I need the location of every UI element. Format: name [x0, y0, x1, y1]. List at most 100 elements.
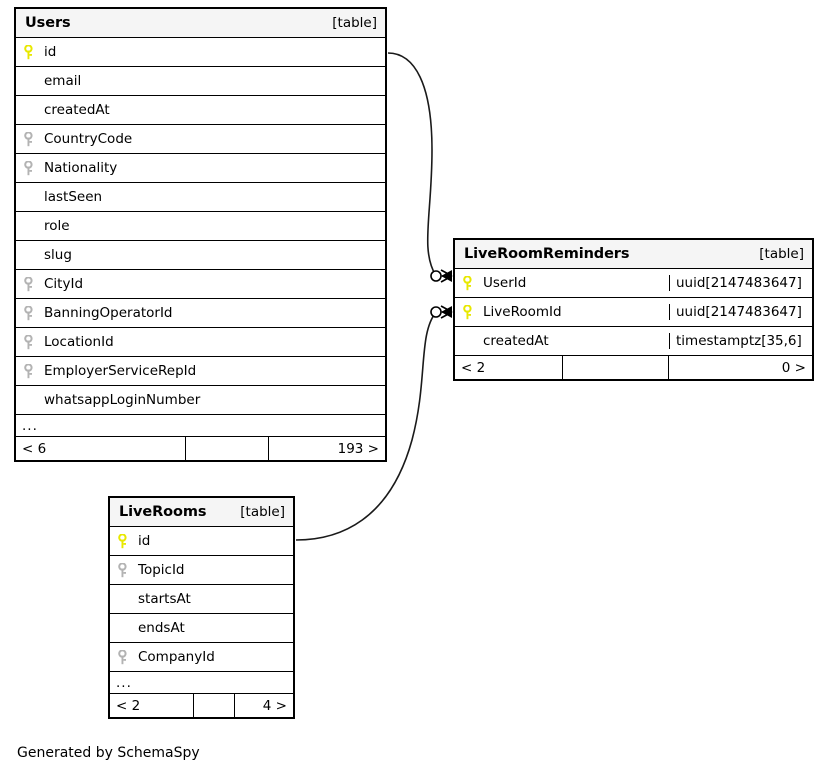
- column-name: role: [44, 218, 70, 234]
- column-name: createdAt: [483, 333, 549, 349]
- table-row[interactable]: LiveRoomId uuid[2147483647]: [455, 298, 812, 327]
- primary-key-icon: [463, 275, 472, 290]
- table-row[interactable]: BanningOperatorId: [16, 299, 385, 328]
- column-name: TopicId: [138, 562, 185, 578]
- table-kind-label: [table]: [759, 246, 804, 262]
- table-row[interactable]: createdAt: [16, 96, 385, 125]
- primary-key-icon: [118, 533, 127, 548]
- table-row[interactable]: TopicId: [110, 556, 293, 585]
- table-row[interactable]: slug: [16, 241, 385, 270]
- incoming-relationship-count: < 2: [461, 359, 486, 376]
- column-cell: EmployerServiceRepId: [16, 363, 385, 379]
- table-row[interactable]: LocationId: [16, 328, 385, 357]
- table-row[interactable]: role: [16, 212, 385, 241]
- column-name: whatsappLoginNumber: [44, 392, 201, 408]
- more-columns-indicator[interactable]: ...: [16, 415, 385, 437]
- table-row[interactable]: id: [110, 527, 293, 556]
- column-cell: LocationId: [16, 334, 385, 350]
- footer-middle-cell: [185, 437, 269, 460]
- column-cell: CountryCode: [16, 131, 385, 147]
- primary-key-icon: [24, 44, 33, 59]
- column-cell: id: [16, 44, 385, 60]
- primary-key-icon: [463, 304, 472, 319]
- foreign-key-icon: [24, 131, 33, 146]
- foreign-key-icon: [24, 363, 33, 378]
- column-name: startsAt: [138, 591, 191, 607]
- table-title: Users: [25, 15, 71, 31]
- table-row[interactable]: UserId uuid[2147483647]: [455, 269, 812, 298]
- column-name: id: [44, 44, 57, 60]
- incoming-relationship-count: < 2: [116, 697, 141, 714]
- table-row[interactable]: EmployerServiceRepId: [16, 357, 385, 386]
- table-row[interactable]: Nationality: [16, 154, 385, 183]
- column-cell: TopicId: [110, 562, 293, 578]
- table-kind-label: [table]: [240, 504, 285, 520]
- column-type: uuid[2147483647]: [669, 304, 812, 320]
- column-name: endsAt: [138, 620, 185, 636]
- table-row[interactable]: CountryCode: [16, 125, 385, 154]
- foreign-key-icon: [24, 334, 33, 349]
- column-cell: lastSeen: [16, 189, 385, 205]
- foreign-key-icon: [118, 562, 127, 577]
- column-cell: createdAt: [455, 333, 669, 349]
- column-cell: whatsappLoginNumber: [16, 392, 385, 408]
- column-cell: createdAt: [16, 102, 385, 118]
- column-name: CityId: [44, 276, 84, 292]
- column-name: LiveRoomId: [483, 304, 562, 320]
- column-cell: email: [16, 73, 385, 89]
- column-name: slug: [44, 247, 72, 263]
- table-title: LiveRoomReminders: [464, 246, 630, 262]
- table-footer-row: < 2 4 >: [110, 694, 293, 717]
- column-type: timestamptz[35,6]: [669, 333, 812, 349]
- column-name: email: [44, 73, 82, 89]
- column-name: Nationality: [44, 160, 118, 176]
- edge-users-id-to-liveroomreminders-userid: [387, 52, 453, 283]
- column-cell: endsAt: [110, 620, 293, 636]
- column-cell: id: [110, 533, 293, 549]
- table-node-liveroomreminders[interactable]: LiveRoomReminders [table] UserId uuid[21…: [453, 238, 814, 381]
- column-name: CountryCode: [44, 131, 133, 147]
- foreign-key-icon: [118, 649, 127, 664]
- table-header-liverooms[interactable]: LiveRooms [table]: [110, 498, 293, 527]
- footer-middle-cell: [562, 356, 669, 379]
- table-row[interactable]: lastSeen: [16, 183, 385, 212]
- outgoing-relationship-count: 193 >: [337, 440, 379, 457]
- table-row[interactable]: whatsappLoginNumber: [16, 386, 385, 415]
- column-cell: CompanyId: [110, 649, 293, 665]
- table-node-users[interactable]: Users [table] id email createdAt: [14, 7, 387, 462]
- more-columns-indicator[interactable]: ...: [110, 672, 293, 694]
- foreign-key-icon: [24, 276, 33, 291]
- column-name: LocationId: [44, 334, 114, 350]
- incoming-relationship-count: < 6: [22, 440, 47, 457]
- column-type: uuid[2147483647]: [669, 275, 812, 291]
- outgoing-relationship-count: 0 >: [781, 359, 806, 376]
- column-name: CompanyId: [138, 649, 215, 665]
- foreign-key-icon: [24, 305, 33, 320]
- generated-by-credit: Generated by SchemaSpy: [17, 745, 200, 761]
- table-node-liverooms[interactable]: LiveRooms [table] id TopicId: [108, 496, 295, 719]
- column-name: UserId: [483, 275, 527, 291]
- column-name: EmployerServiceRepId: [44, 363, 197, 379]
- column-cell: slug: [16, 247, 385, 263]
- table-footer-row: < 6 193 >: [16, 437, 385, 460]
- table-header-liveroomreminders[interactable]: LiveRoomReminders [table]: [455, 240, 812, 269]
- column-cell: LiveRoomId: [455, 304, 669, 320]
- outgoing-relationship-count: 4 >: [262, 697, 287, 714]
- table-row[interactable]: endsAt: [110, 614, 293, 643]
- column-cell: Nationality: [16, 160, 385, 176]
- column-name: createdAt: [44, 102, 110, 118]
- foreign-key-icon: [24, 160, 33, 175]
- column-name: BanningOperatorId: [44, 305, 173, 321]
- table-row[interactable]: email: [16, 67, 385, 96]
- table-row[interactable]: CityId: [16, 270, 385, 299]
- column-cell: role: [16, 218, 385, 234]
- table-row[interactable]: id: [16, 38, 385, 67]
- column-cell: CityId: [16, 276, 385, 292]
- table-row[interactable]: createdAt timestamptz[35,6]: [455, 327, 812, 356]
- table-row[interactable]: CompanyId: [110, 643, 293, 672]
- footer-middle-cell: [193, 694, 235, 717]
- table-header-users[interactable]: Users [table]: [16, 9, 385, 38]
- table-footer-row: < 2 0 >: [455, 356, 812, 379]
- table-row[interactable]: startsAt: [110, 585, 293, 614]
